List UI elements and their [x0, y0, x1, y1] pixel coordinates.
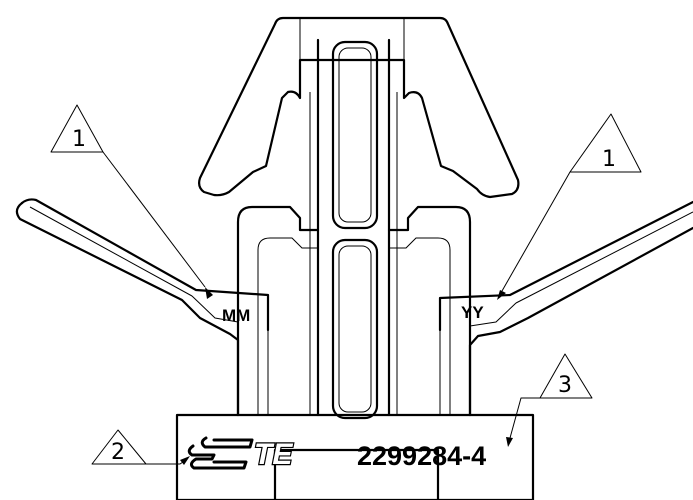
left-marking: MM — [222, 306, 250, 325]
callout-1-right: 1 — [497, 113, 642, 300]
callout-2: 2 — [91, 429, 190, 465]
central-stem — [309, 38, 398, 420]
part-number: 2299284-4 — [357, 441, 486, 471]
right-marking: YY — [461, 303, 484, 322]
callout-1-left-number: 1 — [72, 127, 86, 152]
te-logo: TE — [187, 436, 295, 472]
callout-1-right-number: 1 — [602, 147, 616, 172]
top-wedge-outline — [198, 16, 520, 199]
callout-2-number: 2 — [111, 440, 125, 465]
callout-2-arrow — [180, 456, 190, 465]
callout-1-left: 1 — [50, 104, 213, 299]
callout-1-right-arrow — [497, 290, 506, 300]
body-outline — [236, 205, 472, 417]
callout-1-left-arrow — [205, 287, 213, 299]
right-arm — [438, 200, 693, 417]
callout-3-arrow — [506, 437, 513, 447]
left-arm — [15, 198, 270, 417]
callout-3: 3 — [506, 353, 593, 447]
label-plate — [175, 413, 535, 500]
callout-3-number: 3 — [558, 373, 572, 398]
te-logo-text: TE — [254, 438, 293, 471]
